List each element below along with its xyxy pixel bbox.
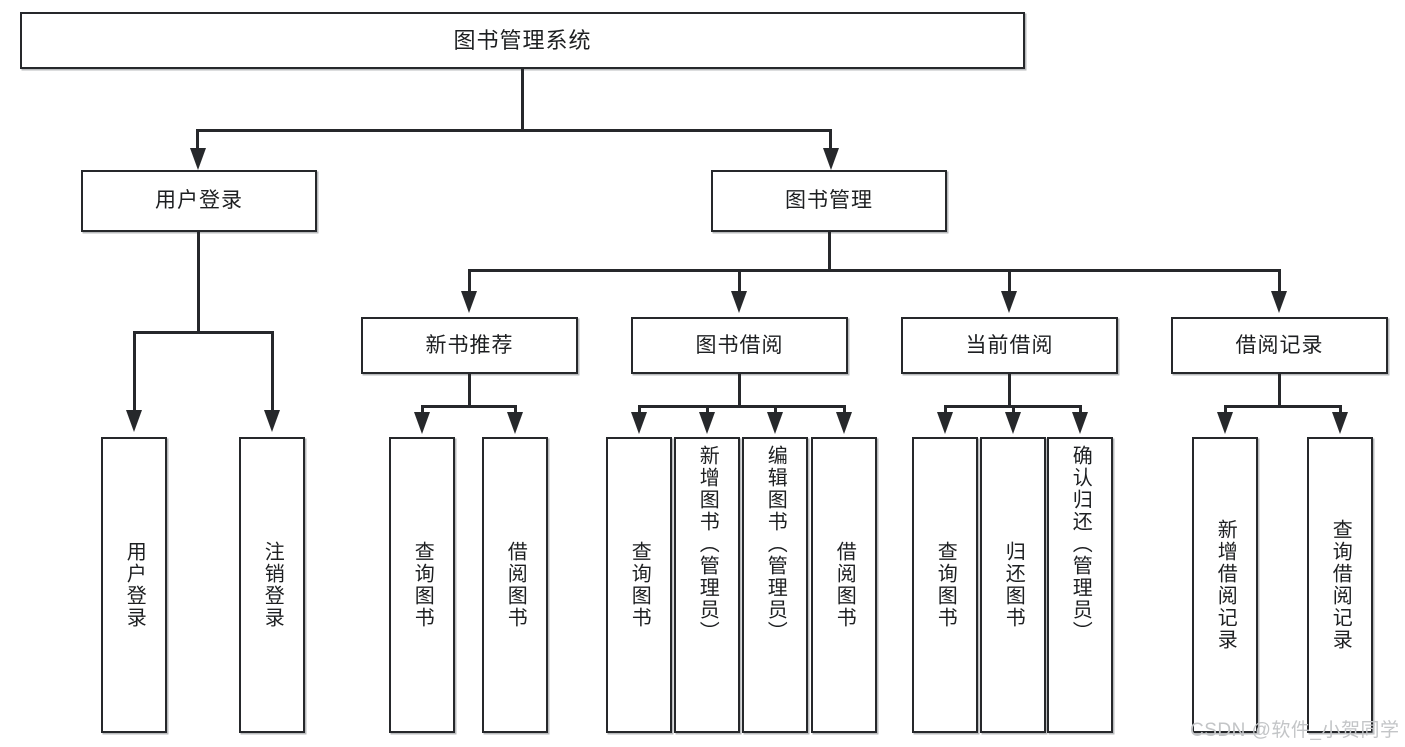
arrowhead-book-borrow-leaf-3 — [767, 412, 783, 434]
connector-current-borrow-drop-2 — [1012, 405, 1015, 415]
arrowhead-book-borrow-leaf-2 — [699, 412, 715, 434]
connector-current-borrow-stem — [1008, 374, 1011, 407]
connector-root-drop-left — [196, 129, 199, 153]
connector-borrow-record-bus — [1224, 405, 1342, 408]
node-book-borrow[interactable]: 图书借阅 — [631, 317, 848, 374]
node-current-borrow[interactable]: 当前借阅 — [901, 317, 1118, 374]
connector-book-manage-drop-2 — [738, 269, 741, 295]
arrowhead-current-borrow-leaf-3 — [1072, 412, 1088, 434]
connector-book-borrow-drop-4 — [843, 405, 846, 415]
arrowhead-to-book-borrow — [731, 291, 747, 313]
arrowhead-to-borrow-record — [1271, 291, 1287, 313]
node-book-manage[interactable]: 图书管理 — [711, 170, 947, 232]
leaf-current-borrow-confirm-return[interactable]: 确认归还（管理员） — [1047, 437, 1113, 733]
node-user-login[interactable]: 用户登录 — [81, 170, 317, 232]
leaf-borrow-record-add[interactable]: 新增借阅记录 — [1192, 437, 1258, 733]
connector-borrow-record-stem — [1278, 374, 1281, 407]
connector-book-borrow-drop-3 — [774, 405, 777, 415]
arrowhead-new-book-leaf-1 — [414, 412, 430, 434]
connector-book-manage-drop-1 — [468, 269, 471, 295]
leaf-current-borrow-return[interactable]: 归还图书 — [980, 437, 1046, 733]
connector-book-manage-stem — [828, 232, 831, 271]
connector-book-manage-drop-4 — [1278, 269, 1281, 295]
leaf-book-borrow-query[interactable]: 查询图书 — [606, 437, 672, 733]
arrowhead-book-borrow-leaf-1 — [631, 412, 647, 434]
connector-book-borrow-stem — [738, 374, 741, 407]
arrowhead-borrow-record-leaf-2 — [1332, 412, 1348, 434]
connector-current-borrow-drop-1 — [944, 405, 947, 415]
connector-user-login-drop-1 — [133, 331, 136, 415]
connector-book-manage-drop-3 — [1008, 269, 1011, 295]
arrowhead-user-login-leaf-1 — [126, 410, 142, 432]
csdn-watermark: CSDN @软件_小贺同学 — [1190, 720, 1400, 741]
leaf-book-borrow-edit[interactable]: 编辑图书（管理员） — [742, 437, 808, 733]
leaf-book-borrow-lend[interactable]: 借阅图书 — [811, 437, 877, 733]
leaf-user-login-signout[interactable]: 注销登录 — [239, 437, 305, 733]
node-new-book-recommend[interactable]: 新书推荐 — [361, 317, 578, 374]
connector-borrow-record-drop-2 — [1339, 405, 1342, 415]
arrowhead-to-new-book — [461, 291, 477, 313]
connector-borrow-record-drop-1 — [1224, 405, 1227, 415]
leaf-book-borrow-add[interactable]: 新增图书（管理员） — [674, 437, 740, 733]
connector-book-borrow-drop-2 — [706, 405, 709, 415]
connector-user-login-drop-2 — [271, 331, 274, 415]
connector-root-bus — [196, 129, 832, 132]
connector-book-borrow-bus — [638, 405, 846, 408]
connector-root-drop-right — [829, 129, 832, 153]
leaf-current-borrow-query[interactable]: 查询图书 — [912, 437, 978, 733]
leaf-new-book-borrow[interactable]: 借阅图书 — [482, 437, 548, 733]
connector-new-book-stem — [468, 374, 471, 407]
connector-book-manage-bus — [468, 269, 1281, 272]
connector-new-book-bus — [421, 405, 517, 408]
arrowhead-book-borrow-leaf-4 — [836, 412, 852, 434]
connector-root-stem — [521, 69, 524, 130]
leaf-borrow-record-query[interactable]: 查询借阅记录 — [1307, 437, 1373, 733]
connector-new-book-drop-1 — [421, 405, 424, 415]
arrowhead-new-book-leaf-2 — [507, 412, 523, 434]
arrowhead-current-borrow-leaf-2 — [1005, 412, 1021, 434]
arrowhead-user-login-leaf-2 — [264, 410, 280, 432]
arrowhead-to-user-login — [190, 148, 206, 170]
connector-user-login-stem — [197, 232, 200, 333]
arrowhead-current-borrow-leaf-1 — [937, 412, 953, 434]
node-borrow-record[interactable]: 借阅记录 — [1171, 317, 1388, 374]
arrowhead-to-book-manage — [823, 148, 839, 170]
connector-new-book-drop-2 — [514, 405, 517, 415]
connector-book-borrow-drop-1 — [638, 405, 641, 415]
arrowhead-to-current-borrow — [1001, 291, 1017, 313]
leaf-user-login-signin[interactable]: 用户登录 — [101, 437, 167, 733]
connector-current-borrow-drop-3 — [1079, 405, 1082, 415]
node-root-system[interactable]: 图书管理系统 — [20, 12, 1025, 69]
arrowhead-borrow-record-leaf-1 — [1217, 412, 1233, 434]
connector-user-login-bus — [133, 331, 273, 334]
leaf-new-book-query[interactable]: 查询图书 — [389, 437, 455, 733]
